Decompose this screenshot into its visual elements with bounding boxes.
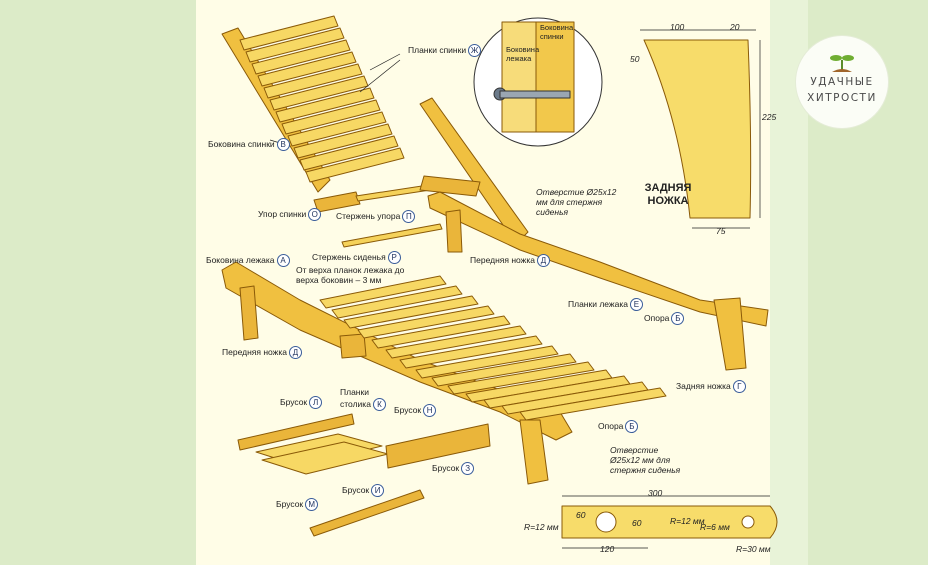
dim-leg-top-a: 100 bbox=[670, 22, 685, 32]
site-logo: УДАЧНЫЕ ХИТРОСТИ bbox=[796, 36, 888, 128]
sprout-icon bbox=[830, 55, 854, 72]
support-profile bbox=[561, 505, 778, 539]
dim-sup-w1: 60 bbox=[576, 510, 586, 520]
label-detail-side-back: Боковина спинки bbox=[540, 23, 574, 41]
dim-sup-pos: 120 bbox=[600, 544, 615, 554]
dim-leg-height: 225 bbox=[762, 112, 777, 122]
dim-r1: R=12 мм bbox=[524, 522, 559, 532]
label-detail-side-bed: Боковина лежака bbox=[506, 45, 540, 63]
table-bar-l bbox=[237, 413, 355, 451]
label-hole-bottom: Отверстие Ø25x12 мм для стержня сиденья bbox=[610, 445, 681, 475]
dim-sup-w2: 60 bbox=[632, 518, 642, 528]
stop-rod bbox=[355, 175, 481, 202]
back-side-right bbox=[419, 97, 529, 245]
label-rear-leg-title: ЗАДНЯЯ НОЖКА bbox=[644, 182, 692, 207]
dim-leg-top-b: 20 bbox=[730, 22, 740, 32]
table-bar-m bbox=[309, 489, 425, 537]
dim-r3: R=6 мм bbox=[700, 522, 730, 532]
seat-rod bbox=[341, 223, 443, 248]
logo-line2: ХИТРОСТИ bbox=[807, 92, 877, 104]
dim-sup-len: 300 bbox=[648, 488, 663, 498]
leader-lines bbox=[269, 29, 770, 549]
table-bar-n bbox=[385, 423, 491, 469]
back-slats-group bbox=[239, 15, 405, 183]
upper-rail bbox=[427, 191, 769, 371]
left-margin bbox=[0, 0, 196, 565]
label-slat-offset: От верха планок лежака до верха боковин … bbox=[296, 265, 405, 285]
bed-slats-group bbox=[319, 275, 667, 421]
dim-leg-side-a: 50 bbox=[630, 54, 640, 64]
dim-leg-bottom: 75 bbox=[716, 226, 726, 236]
label-hole-top: Отверстие Ø25x12 мм для стержня сиденья bbox=[536, 187, 617, 217]
logo-line1: УДАЧНЫЕ bbox=[810, 76, 874, 88]
bolt-detail-circle bbox=[473, 17, 603, 147]
rear-leg-shape bbox=[643, 39, 752, 219]
dim-r4: R=30 мм bbox=[736, 544, 771, 554]
dim-r2: R=12 мм bbox=[670, 516, 705, 526]
